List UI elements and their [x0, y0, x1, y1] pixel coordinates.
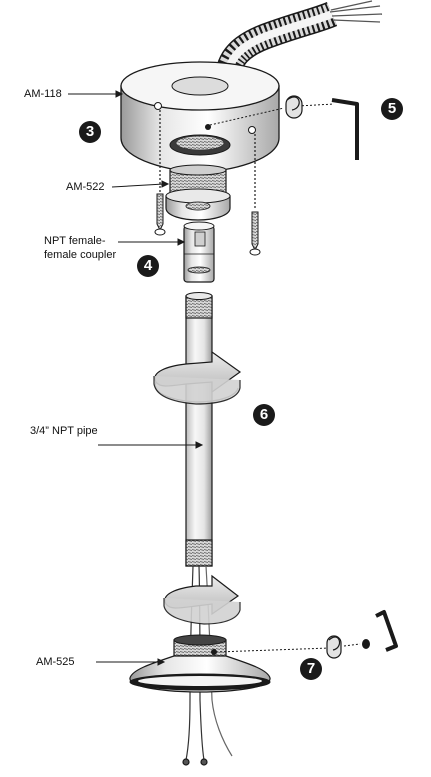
label-am-522: AM-522	[66, 181, 105, 193]
set-screw-lower-icon	[215, 635, 370, 659]
conduit-wires	[329, 0, 383, 23]
allen-wrench-lower-icon	[375, 610, 398, 652]
am-522-adapter	[165, 164, 231, 221]
label-am-118: AM-118	[24, 88, 62, 100]
rotation-arrow-lower-icon	[163, 574, 241, 625]
right-screw	[249, 134, 261, 256]
npt-coupler	[183, 221, 215, 283]
step-6-badge: 6	[253, 404, 275, 426]
left-screw	[154, 110, 166, 236]
npt-pipe	[185, 292, 213, 567]
label-coupler-line2: female coupler	[44, 249, 117, 261]
am-525-base	[129, 634, 271, 693]
set-screw-icon	[209, 95, 335, 126]
label-am-525: AM-525	[36, 656, 75, 668]
allen-wrench-icon	[331, 98, 359, 160]
label-npt-pipe: 3/4” NPT pipe	[30, 425, 98, 437]
step-4-badge: 4	[137, 255, 159, 277]
label-coupler-line1: NPT female-	[44, 235, 106, 247]
step-7-badge: 7	[300, 658, 322, 680]
rotation-arrow-icon	[153, 350, 242, 405]
step-5-badge: 5	[381, 98, 403, 120]
step-3-badge: 3	[79, 121, 101, 143]
leader-lines	[68, 90, 204, 666]
